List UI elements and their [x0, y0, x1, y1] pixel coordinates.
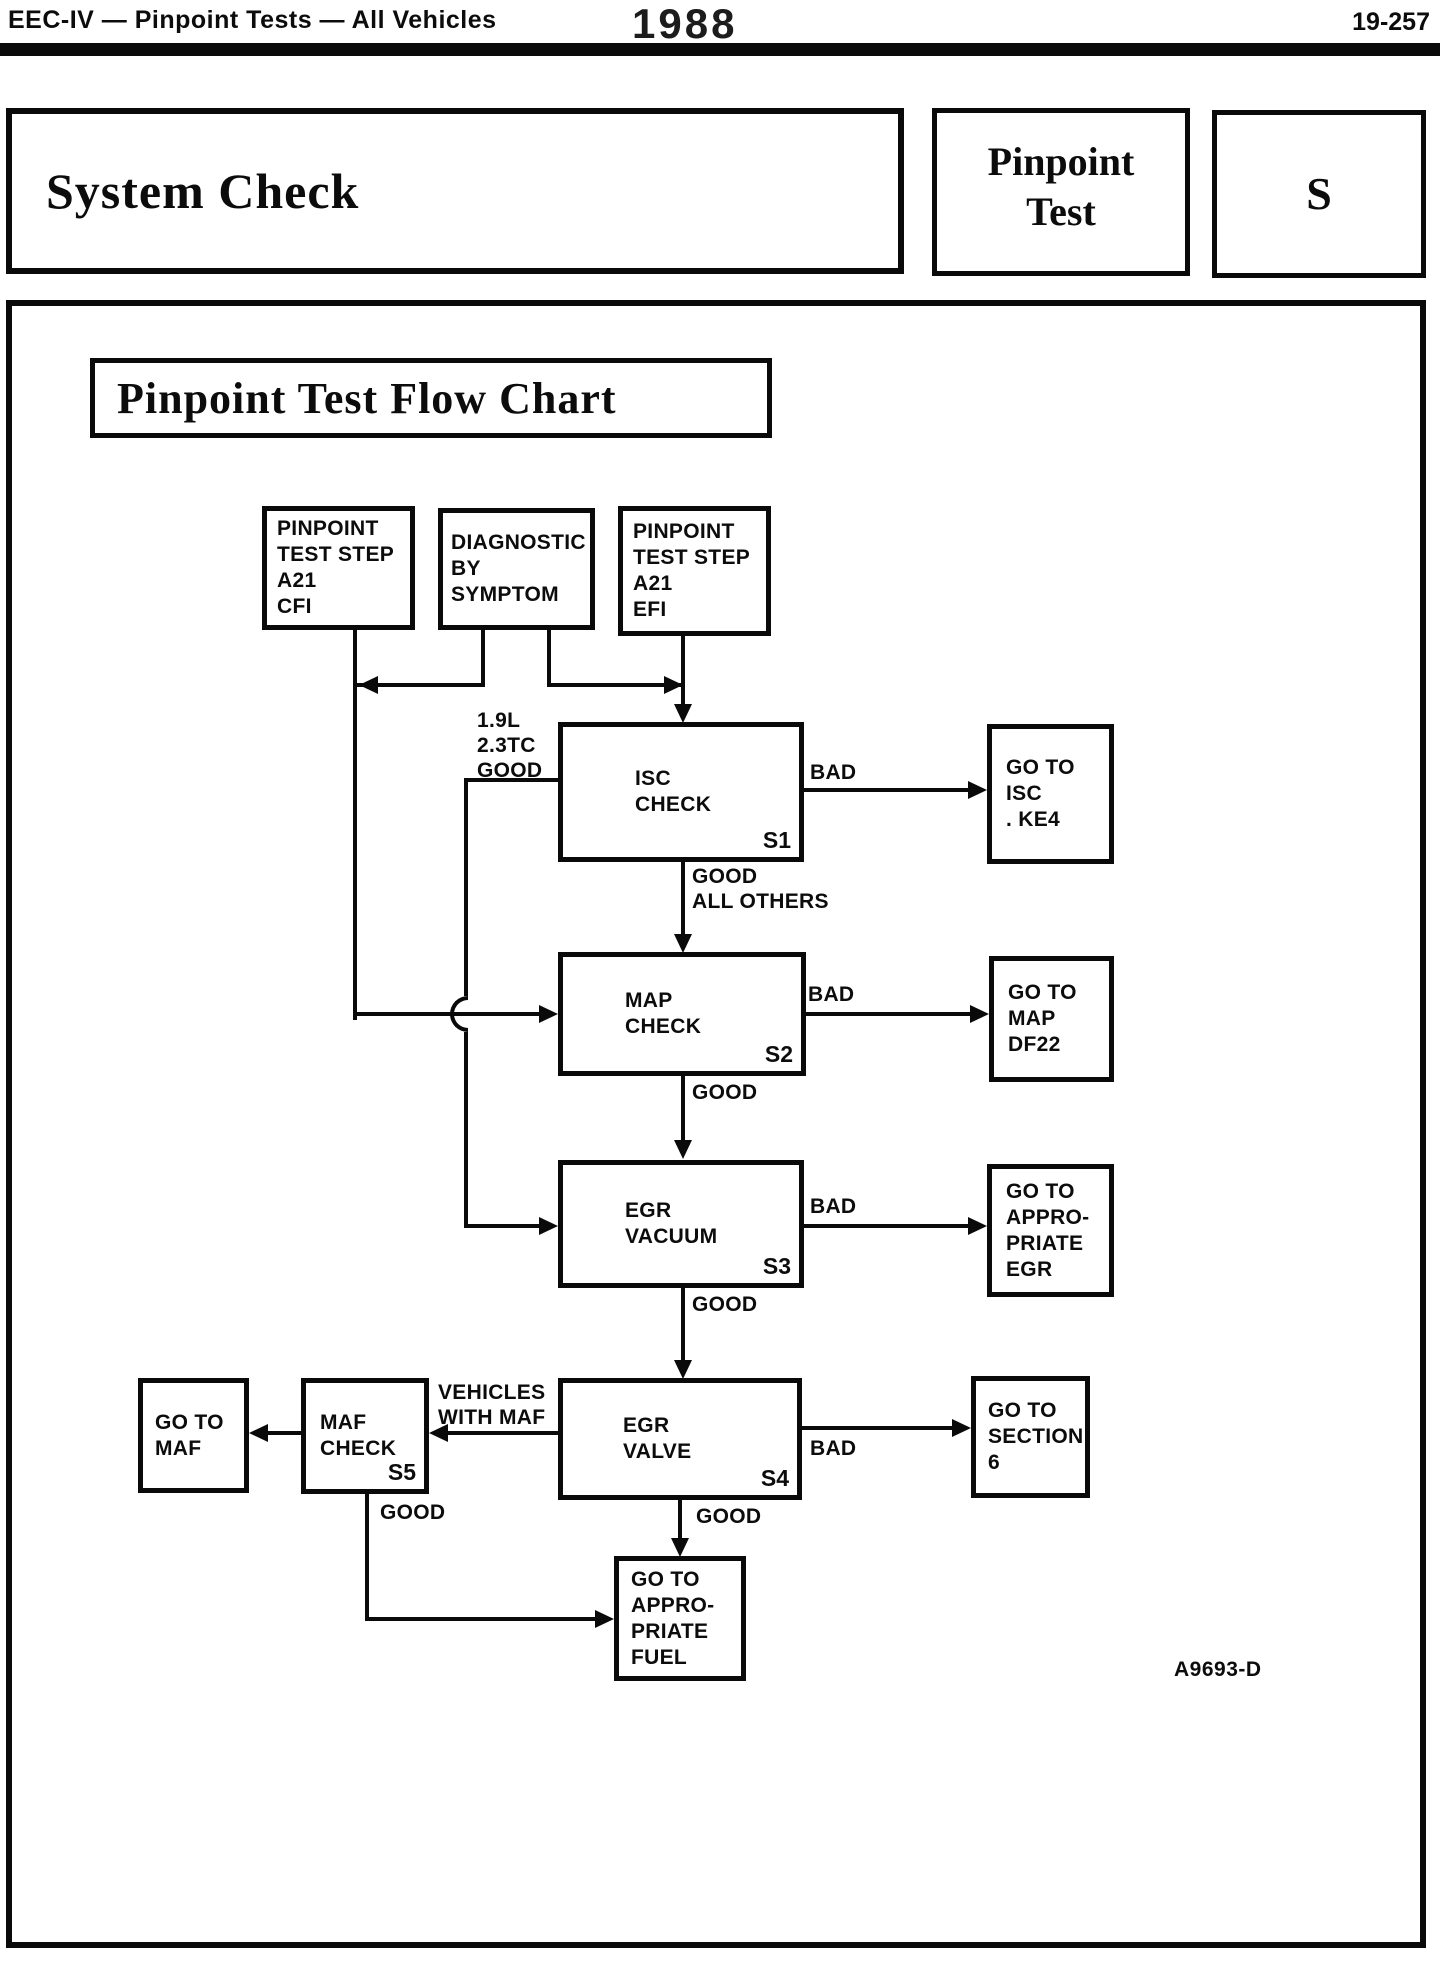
- pinpoint-test-box: Pinpoint Test: [932, 108, 1190, 276]
- connector-egr-valve-to-maf: [446, 1431, 558, 1435]
- flow-chart-title: Pinpoint Test Flow Chart: [117, 374, 617, 423]
- edge-label-bad-s2: BAD: [808, 983, 855, 1006]
- node-goto-map-df22: GO TO MAP DF22: [989, 956, 1114, 1082]
- edge-label-engines-good: 1.9L 2.3TC GOOD: [477, 709, 543, 782]
- node-pinpoint-step-a21-efi: PINPOINT TEST STEP A21 EFI: [618, 506, 771, 636]
- node-goto-appropriate-egr: GO TO APPRO- PRIATE EGR: [987, 1164, 1114, 1297]
- node-goto-isc-ke4: GO TO ISC . KE4: [987, 724, 1114, 864]
- step-label-s2: S2: [764, 1041, 793, 1067]
- step-label-s3: S3: [762, 1253, 791, 1279]
- arrowhead-into-goto-map: [970, 1005, 989, 1023]
- arrowhead-into-egr-vacuum: [674, 1140, 692, 1159]
- arrowhead-into-goto-fuel-top: [671, 1538, 689, 1557]
- connector-isc-engines-exit: [464, 778, 558, 782]
- node-maf-check: MAF CHECK S5: [301, 1378, 429, 1494]
- arrowhead-into-goto-isc: [968, 781, 987, 799]
- node-goto-maf: GO TO MAF: [138, 1378, 249, 1493]
- connector-bypass-to-egr-vacuum: [464, 1224, 542, 1228]
- arrowhead-into-maf-check: [429, 1424, 448, 1442]
- connector-bypass-upper: [464, 778, 468, 996]
- node-goto-section-6: GO TO SECTION 6: [971, 1376, 1090, 1498]
- node-pinpoint-step-a21-cfi: PINPOINT TEST STEP A21 CFI: [262, 506, 415, 630]
- connector-maf-to-goto-maf: [266, 1431, 301, 1435]
- arrowhead-into-cfi-line: [359, 676, 378, 694]
- edge-label-good-s2: GOOD: [692, 1081, 758, 1104]
- pinpoint-test-title: Pinpoint Test: [987, 139, 1135, 234]
- node-map-check: MAP CHECK S2: [558, 952, 806, 1076]
- connector-cfi-down: [353, 628, 357, 1020]
- arrowhead-into-goto-maf: [249, 1424, 268, 1442]
- arrowhead-into-goto-fuel-left: [595, 1610, 614, 1628]
- node-diagnostic-by-symptom: DIAGNOSTIC BY SYMPTOM: [438, 508, 595, 630]
- connector-egr-vacuum-good-down: [681, 1288, 685, 1368]
- arrowhead-into-egr-vacuum-left: [539, 1217, 558, 1235]
- section-letter-box: S: [1212, 110, 1426, 278]
- edge-label-vehicles-with-maf: VEHICLES WITH MAF: [438, 1381, 546, 1429]
- connector-diag-right-down: [547, 628, 551, 687]
- edge-label-good-all-others: GOOD ALL OTHERS: [692, 865, 829, 913]
- connector-egr-valve-good-down: [678, 1500, 682, 1544]
- node-egr-valve: EGR VALVE S4: [558, 1378, 802, 1500]
- header-title: EEC-IV — Pinpoint Tests — All Vehicles: [8, 6, 497, 34]
- edge-label-good-s3: GOOD: [692, 1293, 758, 1316]
- connector-efi-down: [681, 634, 685, 708]
- arrowhead-into-goto-section-6: [952, 1419, 971, 1437]
- arrowhead-into-efi-line: [664, 676, 683, 694]
- connector-diag-to-efi: [547, 683, 685, 687]
- node-isc-check: ISC CHECK S1: [558, 722, 804, 862]
- connector-cfi-to-map: [353, 1012, 542, 1016]
- connector-maf-good-down: [365, 1494, 369, 1621]
- edge-label-bad-s1: BAD: [810, 761, 857, 784]
- edge-label-bad-s3: BAD: [810, 1195, 857, 1218]
- system-check-title: System Check: [46, 163, 360, 219]
- step-label-s5: S5: [387, 1459, 416, 1485]
- connector-egr-valve-bad: [802, 1426, 955, 1430]
- header-rule: [0, 43, 1440, 56]
- figure-code: A9693-D: [1174, 1658, 1262, 1681]
- arrowhead-into-map: [674, 934, 692, 953]
- flow-chart-container: Pinpoint Test Flow Chart PINPOINT TEST S…: [6, 300, 1426, 1948]
- connector-isc-bad: [804, 788, 977, 792]
- system-check-box: System Check: [6, 108, 904, 274]
- connector-egr-vacuum-bad: [804, 1224, 977, 1228]
- step-label-s1: S1: [762, 827, 791, 853]
- step-label-s4: S4: [760, 1465, 789, 1491]
- edge-label-bad-s4: BAD: [810, 1437, 857, 1460]
- connector-map-good-down: [681, 1076, 685, 1146]
- connector-maf-good-right: [365, 1617, 598, 1621]
- flow-chart-title-box: Pinpoint Test Flow Chart: [90, 358, 772, 438]
- connector-diag-left-down: [481, 628, 485, 687]
- arrowhead-into-map: [539, 1005, 558, 1023]
- edge-label-good-s4: GOOD: [696, 1505, 762, 1528]
- connector-isc-good-down: [681, 862, 685, 942]
- connector-diag-to-cfi: [353, 683, 485, 687]
- node-goto-appropriate-fuel: GO TO APPRO- PRIATE FUEL: [614, 1556, 746, 1681]
- connector-bypass-lower: [464, 1032, 468, 1228]
- arrowhead-into-goto-egr: [968, 1217, 987, 1235]
- arrowhead-into-egr-valve: [674, 1360, 692, 1379]
- edge-label-good-s5: GOOD: [380, 1501, 446, 1524]
- header-year: 1988: [632, 0, 738, 47]
- header-page-number: 19-257: [1352, 8, 1430, 36]
- connector-map-bad: [806, 1012, 973, 1016]
- node-egr-vacuum: EGR VACUUM S3: [558, 1160, 804, 1288]
- arrowhead-into-isc: [674, 704, 692, 723]
- section-letter: S: [1306, 168, 1332, 219]
